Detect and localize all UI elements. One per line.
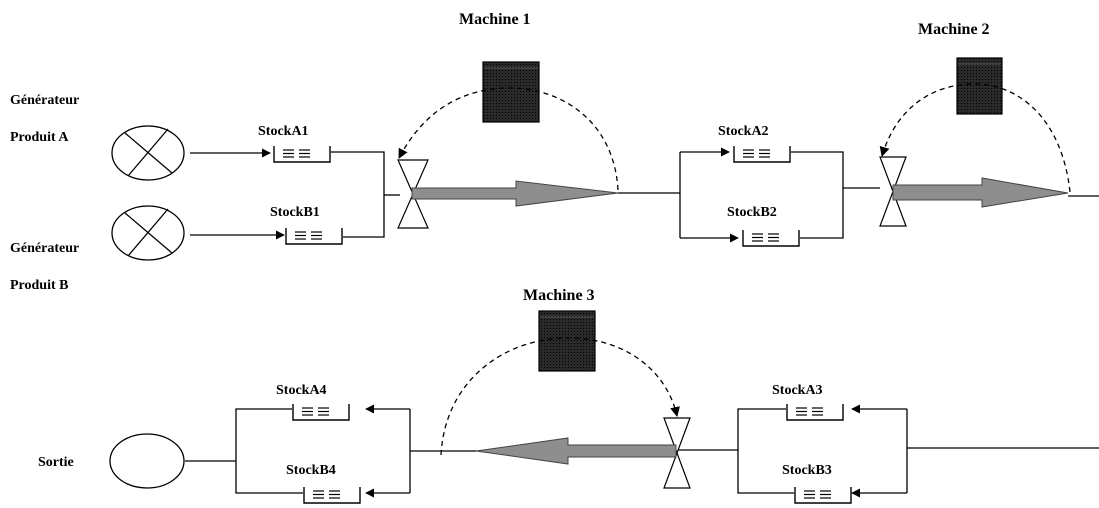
- machine-3-label: Machine 3: [523, 287, 595, 304]
- generator-a-cross-1: [124, 132, 173, 174]
- machine-3: Machine 3: [440, 287, 680, 456]
- generator-a-label-line2: Produit A: [10, 130, 69, 145]
- stock-b1: StockB1: [270, 205, 343, 245]
- valve-3-icon: [663, 417, 691, 489]
- generator-a-label-line1: Générateur: [10, 93, 79, 108]
- exit-icon: [109, 433, 185, 489]
- exit-label: Sortie: [38, 455, 74, 470]
- stock-a2-queue-icon: [733, 145, 791, 163]
- stock-b2: StockB2: [727, 205, 800, 247]
- stock-a3: StockA3: [772, 383, 844, 421]
- stock-a1-queue-icon: [273, 145, 331, 163]
- machine-3-icon: [538, 310, 596, 372]
- generator-b-cross-2: [127, 208, 169, 257]
- stock-a3-label: StockA3: [772, 383, 823, 398]
- flow-arrow-3: [475, 437, 677, 465]
- generator-b-label-line2: Produit B: [10, 278, 68, 293]
- stock-b4: StockB4: [286, 463, 361, 504]
- machine-1-icon: [482, 61, 540, 123]
- machine-1: Machine 1: [398, 11, 619, 191]
- flow-arrow-1: [411, 180, 619, 207]
- machine-1-label: Machine 1: [459, 11, 531, 28]
- stock-a4-queue-icon: [292, 403, 350, 421]
- stock-a4: StockA4: [276, 383, 350, 421]
- stock-a2: StockA2: [718, 124, 791, 163]
- machine-2-control-arc: [879, 83, 1071, 193]
- stock-b1-label: StockB1: [270, 205, 320, 220]
- stage2-merge-line: [791, 151, 844, 239]
- generator-b-label-line1: Générateur: [10, 241, 79, 256]
- stock-b4-queue-icon: [303, 486, 361, 504]
- stock-b4-label: StockB4: [286, 463, 336, 478]
- stock-b3-label: StockB3: [782, 463, 832, 478]
- flow-arrow-2: [892, 177, 1069, 208]
- output-merge-line: [235, 408, 303, 494]
- stock-a1-label: StockA1: [258, 124, 309, 139]
- stage3-merge-line: [737, 408, 794, 494]
- generator-a: Générateur Produit A: [10, 93, 271, 181]
- stock-a2-label: StockA2: [718, 124, 769, 139]
- stock-a3-queue-icon: [786, 403, 844, 421]
- generator-b-cross-1: [124, 212, 173, 254]
- stock-b2-queue-icon: [742, 229, 800, 247]
- stage1-merge-line: [331, 151, 385, 238]
- generator-b: Générateur Produit B: [10, 205, 285, 293]
- machine-2-label: Machine 2: [918, 21, 990, 38]
- stock-b3: StockB3: [782, 463, 852, 504]
- machine-3-control-arc: [440, 337, 680, 456]
- generator-a-cross-2: [127, 128, 169, 177]
- machine-1-control-arc: [398, 87, 619, 191]
- exit: Sortie: [38, 433, 185, 489]
- stock-a4-label: StockA4: [276, 383, 327, 398]
- machine-2: Machine 2: [879, 21, 1071, 193]
- stock-b3-queue-icon: [794, 486, 852, 504]
- stock-b1-queue-icon: [285, 227, 343, 245]
- stock-b2-label: StockB2: [727, 205, 777, 220]
- stock-a1: StockA1: [258, 124, 331, 163]
